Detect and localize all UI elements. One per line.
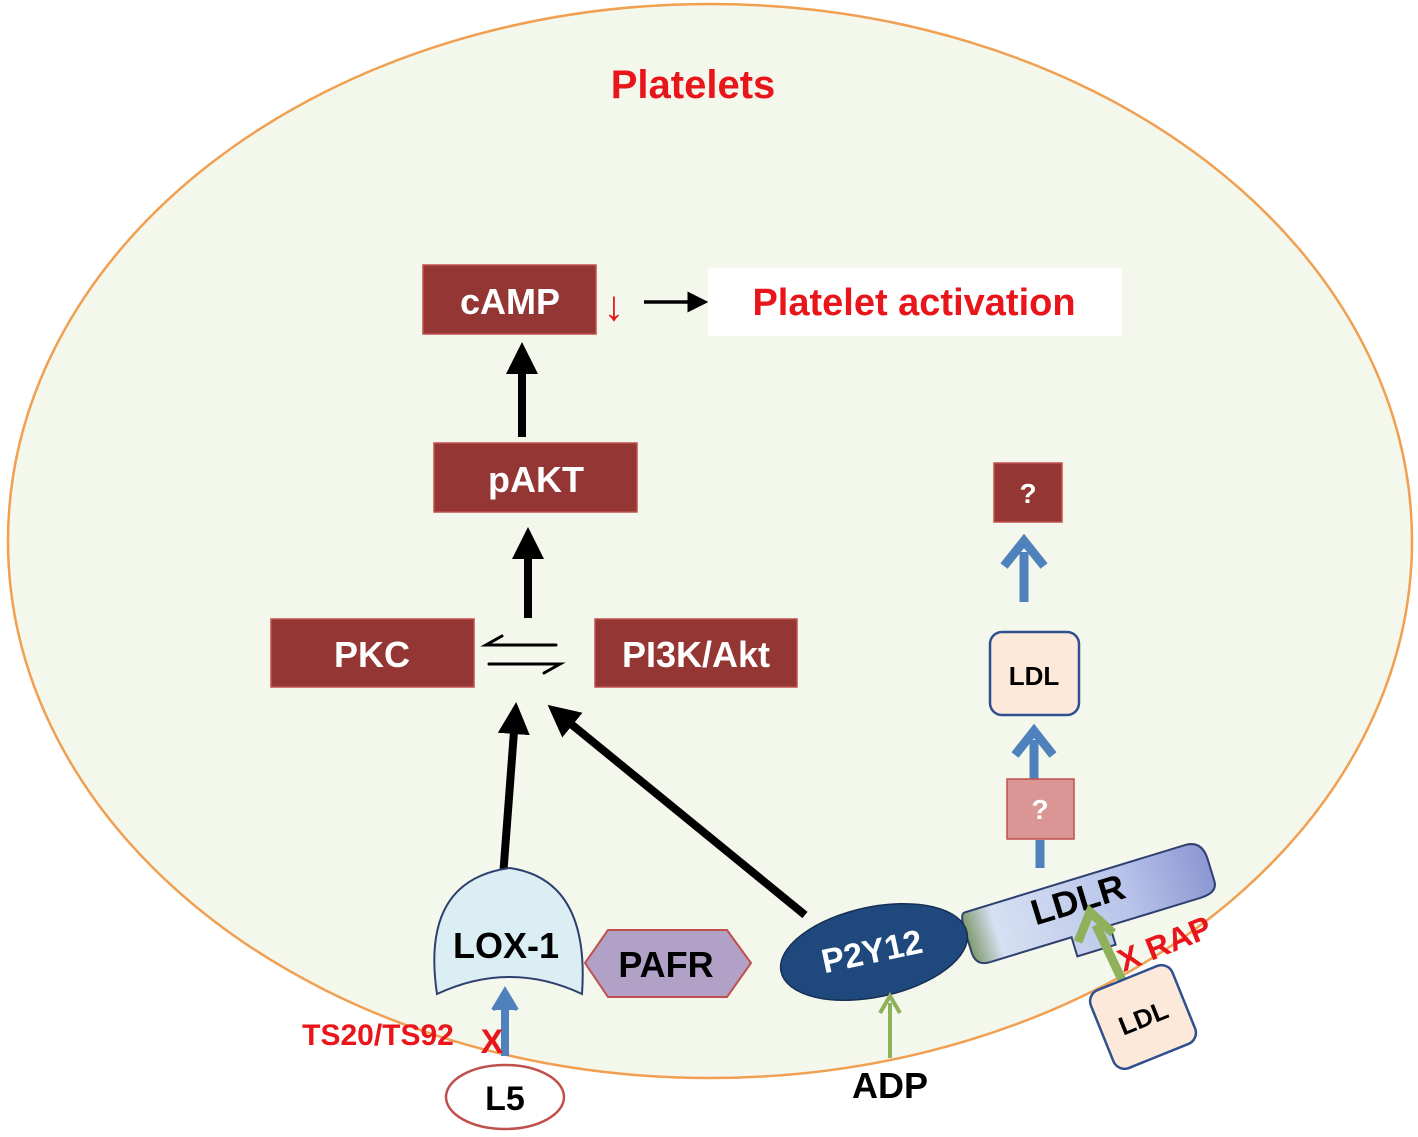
pkc-label: PKC	[334, 634, 410, 675]
pafr-receptor	[583, 929, 753, 998]
pkc-pi3k-reversible-arrows	[480, 634, 566, 675]
arrow-l5-to-lox1-head	[491, 986, 519, 1012]
pafr-label: PAFR	[618, 944, 713, 985]
camp-decrease-arrow: ↓	[604, 282, 625, 329]
pkc-box	[270, 618, 475, 688]
diagram-title: Platelets	[611, 63, 776, 107]
pi3k-box	[594, 618, 798, 688]
arrow-adp-to-p2y12-head	[878, 992, 902, 1015]
arrow-p2y12-to-kinases	[547, 704, 808, 919]
arrow-ldl-to-ldlr	[1091, 923, 1127, 982]
lox1-receptor	[433, 866, 584, 996]
lox1-label: LOX-1	[453, 925, 559, 966]
l5-ligand	[444, 1063, 566, 1131]
unknown-top-label: ?	[1019, 478, 1036, 509]
adp-label: ADP	[852, 1065, 928, 1106]
camp-label: cAMP	[460, 281, 560, 322]
ldl-outside-ligand	[1088, 963, 1198, 1071]
unknown-box-top	[993, 462, 1063, 523]
ldl-inside-label: LDL	[1009, 661, 1060, 691]
pakt-label: pAKT	[488, 459, 584, 500]
platelet-activation-label: Platelet activation	[752, 282, 1075, 324]
unknown-mid-label: ?	[1031, 794, 1048, 825]
unknown-box-mid	[1006, 778, 1075, 840]
arrow-ldl-to-ldlr-head	[1073, 904, 1117, 944]
arrow-ldl-to-unknown-head	[1000, 533, 1048, 569]
ts-inhibitor-label: TS20/TS92	[302, 1019, 454, 1052]
arrow-unknown-to-ldl-head	[1011, 723, 1057, 758]
l5-label: L5	[485, 1080, 525, 1118]
camp-box	[422, 264, 597, 335]
p2y12-receptor	[779, 903, 969, 1001]
pi3k-label: PI3K/Akt	[622, 634, 770, 675]
arrow-lox1-to-kinases	[497, 702, 530, 878]
activation-label-background	[708, 268, 1122, 336]
pakt-box	[433, 442, 638, 513]
ldl-inside-box	[988, 630, 1081, 717]
ts-inhibitor-x: X	[481, 1023, 504, 1061]
